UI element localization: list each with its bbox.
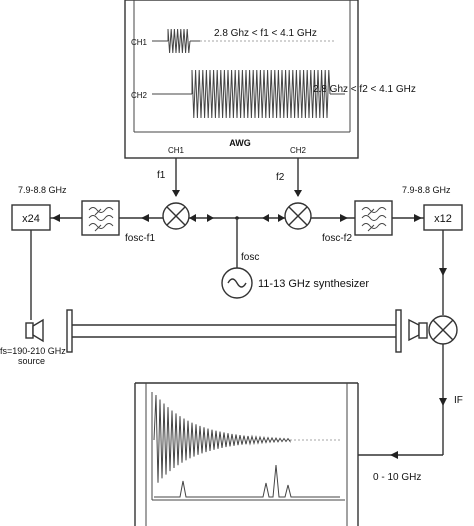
ch2-trace [152,69,345,119]
absorption-cell [66,309,402,353]
lo-tap-arrow-left [207,214,214,222]
mixer-right [284,202,312,230]
receiver-horn [408,318,428,342]
f2-arrow [294,190,302,197]
lo-tap-arrow-right [262,214,269,222]
right-multiplier-label: x12 [434,213,452,225]
left-band-label: 7.9-8.8 GHz [18,185,67,195]
fosc-f1-label: fosc-f1 [125,233,155,244]
left-multiplier [11,204,51,231]
if-range-label: 0 - 10 GHz [373,472,421,483]
right-multiplier [423,204,463,231]
source-freq-label: fs=190-210 GHz [0,346,66,356]
fosc-label: fosc [241,252,259,263]
mixer-left [162,202,190,230]
f2-label: f2 [276,172,285,183]
ch1-trace-label: CH1 [131,38,148,47]
receiver-mixer [428,315,458,345]
left-multiplier-label: x24 [22,213,40,225]
left-chain-arrow-2 [141,214,149,222]
awg-box: CH1 2.8 Ghz < f1 < 4.1 GHz CH2 2.8 Ghz <… [124,0,416,159]
awg-title: AWG [229,138,251,148]
lo-arrow-right [278,214,285,222]
oscilloscope-box [134,382,359,526]
right-chain-arrow-2 [414,214,422,222]
source-horn [25,318,44,343]
ch1-trace [152,28,335,54]
synthesizer [221,267,253,299]
awg-out-ch1-label: CH1 [168,146,185,155]
right-bandpass-filter [354,200,393,236]
right-down-arrow [439,268,447,276]
fid-trace [153,394,340,483]
left-chain-arrow-1 [52,214,60,222]
f2-range-label: 2.8 Ghz < f2 < 4.1 GHz [313,84,416,95]
if-label: IF [454,395,463,406]
f1-range-label: 2.8 Ghz < f1 < 4.1 GHz [214,28,317,39]
left-bandpass-filter [81,200,120,236]
fosc-f2-label: fosc-f2 [322,233,352,244]
source-label: source [18,356,45,366]
f1-label: f1 [157,170,166,181]
lo-arrow-left [189,214,196,222]
if-arrow [439,398,447,406]
spectrum-trace [154,464,340,498]
synth-label: 11-13 GHz synthesizer [258,278,369,290]
if-to-scope-arrow [390,451,398,459]
right-band-label: 7.9-8.8 GHz [402,185,451,195]
ch2-trace-label: CH2 [131,91,148,100]
right-chain-arrow-1 [340,214,348,222]
f1-arrow [172,190,180,197]
awg-out-ch2-label: CH2 [290,146,307,155]
